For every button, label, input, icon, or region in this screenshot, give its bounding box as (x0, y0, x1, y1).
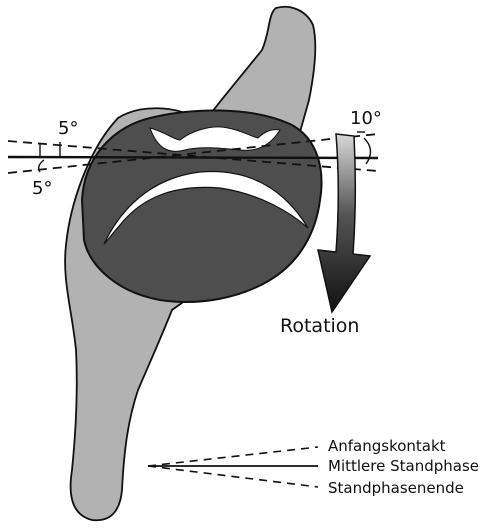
mid-stance-line (7, 155, 379, 160)
legend-label-terminal-stance: Standphasenende (328, 479, 464, 497)
legend-line-terminal-stance (147, 465, 319, 488)
rotation-label: Rotation (280, 315, 359, 337)
rotation-arrow (317, 133, 372, 314)
angle-label-right: 10° (350, 108, 382, 129)
meniscus-lower (103, 170, 309, 245)
terminal-stance-line (7, 133, 379, 174)
legend-label-initial-contact: Anfangskontakt (328, 437, 446, 455)
angle-label-top-left: 5° (58, 118, 78, 139)
angle-markers (37, 131, 372, 173)
angle-label-bottom-left: 5° (32, 178, 52, 199)
legend-line-initial-contact (147, 446, 319, 467)
legend-label-mid-stance: Mittlere Standphase (328, 457, 479, 475)
reference-lines (7, 133, 379, 174)
legend-lines (147, 446, 319, 488)
meniscus-upper (149, 126, 281, 152)
legend: Anfangskontakt Mittlere Standphase Stand… (147, 437, 479, 497)
initial-contact-line (7, 140, 379, 172)
